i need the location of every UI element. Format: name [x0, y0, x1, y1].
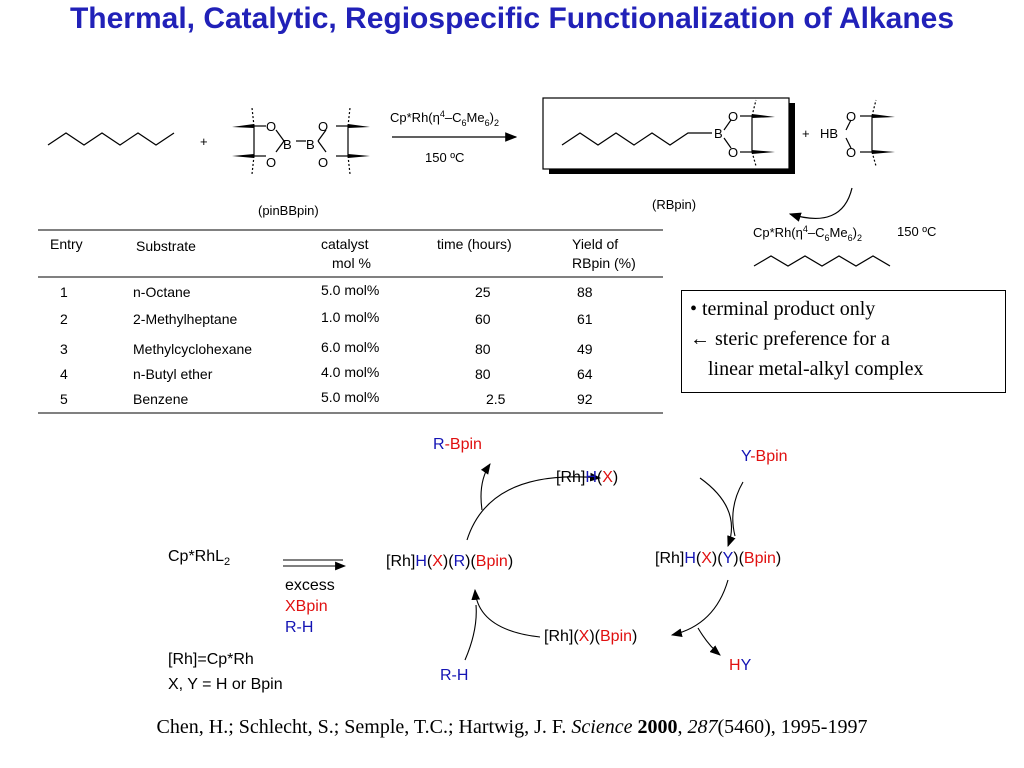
svg-text:O: O [728, 145, 738, 160]
cycle-arc-right-top [699, 477, 736, 548]
catalyst-label: Cp*Rh(η4–C6Me6)2 [390, 109, 499, 128]
table-row-2-catalyst: 1.0 mol% [321, 309, 380, 325]
plus-sign: + [200, 134, 208, 149]
svg-text:O: O [846, 145, 856, 160]
svg-text:B: B [714, 126, 723, 141]
header-time: time (hours) [437, 236, 512, 252]
table-row-1-catalyst: 5.0 mol% [321, 282, 380, 298]
rbpin-release-arrow [480, 463, 491, 511]
table-row-4-substrate: n-Butyl ether [133, 366, 213, 382]
octane-structure [47, 132, 175, 146]
table-row-1-yield: 88 [577, 284, 593, 300]
excess-label: excess [285, 577, 335, 594]
product-name: (RBpin) [652, 197, 696, 212]
svg-text:O: O [318, 119, 328, 134]
rh-in-arrow [464, 604, 477, 661]
note-terminal-product: • terminal product only [690, 298, 876, 320]
ybpin-in-arrow [732, 481, 744, 537]
temperature-label: 150 ºC [425, 150, 464, 165]
intermediate-rh-h-x-y-bpin: [Rh]H(X)(Y)(Bpin) [655, 550, 782, 567]
table-row-3-catalyst: 6.0 mol% [321, 339, 380, 355]
svg-text:B: B [306, 137, 315, 152]
results-table: Entry Substrate catalyst mol % time (hou… [38, 230, 663, 413]
table-row-5-entry: 5 [60, 391, 68, 407]
header-catalyst: catalyst [321, 236, 369, 252]
header-entry: Entry [50, 236, 83, 252]
table-row-2-time: 60 [475, 311, 491, 327]
intermediate-rh-h-x-r-bpin: [Rh]H(X)(R)(Bpin) [386, 553, 514, 570]
header-substrate: Substrate [136, 238, 196, 254]
table-row-2-substrate: 2-Methylheptane [133, 311, 238, 327]
header-rbpin: RBpin (%) [572, 255, 636, 271]
table-row-3-entry: 3 [60, 341, 68, 357]
intermediate-rh-x-bpin: [Rh](X)(Bpin) [544, 628, 638, 645]
recycle-catalyst-label: Cp*Rh(η4–C6Me6)2 [753, 224, 862, 243]
slide-title: Thermal, Catalytic, Regiospecific Functi… [69, 2, 955, 35]
svg-text:+: + [802, 126, 810, 141]
table-row-5-substrate: Benzene [133, 391, 189, 407]
rh-substrate-label: R-H [440, 667, 469, 684]
svg-text:O: O [266, 119, 276, 134]
cycle-arc-right-bottom [670, 579, 729, 638]
table-row-5-catalyst: 5.0 mol% [321, 389, 380, 405]
recycle-temperature-label: 150 ºC [897, 224, 936, 239]
table-row-1-entry: 1 [60, 284, 68, 300]
precatalyst-label: Cp*RhL2 [168, 548, 231, 569]
intermediate-rh-h-x: [Rh]H(X) [556, 469, 619, 486]
hy-label: HY [729, 657, 752, 674]
svg-text:O: O [728, 109, 738, 124]
rbpin-product-label: R-Bpin [433, 436, 482, 453]
notes-box: • terminal product only ← steric prefere… [681, 290, 1006, 393]
table-row-4-yield: 64 [577, 366, 593, 382]
table-row-1-time: 25 [475, 284, 491, 300]
xbpin-label: XBpin [285, 598, 328, 615]
hbpin-label: HB [820, 126, 838, 141]
table-row-4-entry: 4 [60, 366, 68, 382]
svg-text:O: O [318, 155, 328, 170]
hy-release-arrow [697, 627, 721, 656]
table-row-1-substrate: n-Octane [133, 284, 191, 300]
table-row-3-substrate: Methylcyclohexane [133, 341, 253, 357]
pinbbpin-structure [251, 107, 351, 175]
table-row-2-entry: 2 [60, 311, 68, 327]
cycle-arc-bottom [471, 588, 541, 638]
table-row-3-time: 80 [475, 341, 491, 357]
svg-text:O: O [846, 109, 856, 124]
xy-definition: X, Y = H or Bpin [168, 676, 283, 693]
octyl-bpin-structure [561, 132, 712, 146]
table-row-5-time: 2.5 [486, 391, 506, 407]
table-row-2-yield: 61 [577, 311, 593, 327]
note-linear-complex: linear metal-alkyl complex [708, 358, 924, 380]
reagent-name: (pinBBpin) [258, 203, 319, 218]
note-steric-preference: ← steric preference for a [690, 328, 890, 350]
rh-label: R-H [285, 619, 314, 636]
header-mol: mol % [332, 255, 371, 271]
octane-structure-recycle [753, 255, 891, 267]
product-box [542, 97, 790, 170]
rh-definition: [Rh]=Cp*Rh [168, 651, 254, 668]
cycle-arc-top [466, 472, 602, 541]
table-row-4-time: 80 [475, 366, 491, 382]
table-row-5-yield: 92 [577, 391, 593, 407]
recycle-arrow [788, 187, 853, 222]
table-row-3-yield: 49 [577, 341, 593, 357]
ybpin-label: Y-Bpin [741, 448, 788, 465]
svg-text:O: O [266, 155, 276, 170]
header-yield: Yield of [572, 236, 619, 252]
svg-text:B: B [283, 137, 292, 152]
citation: Chen, H.; Schlecht, S.; Semple, T.C.; Ha… [156, 716, 868, 738]
table-row-4-catalyst: 4.0 mol% [321, 364, 380, 380]
